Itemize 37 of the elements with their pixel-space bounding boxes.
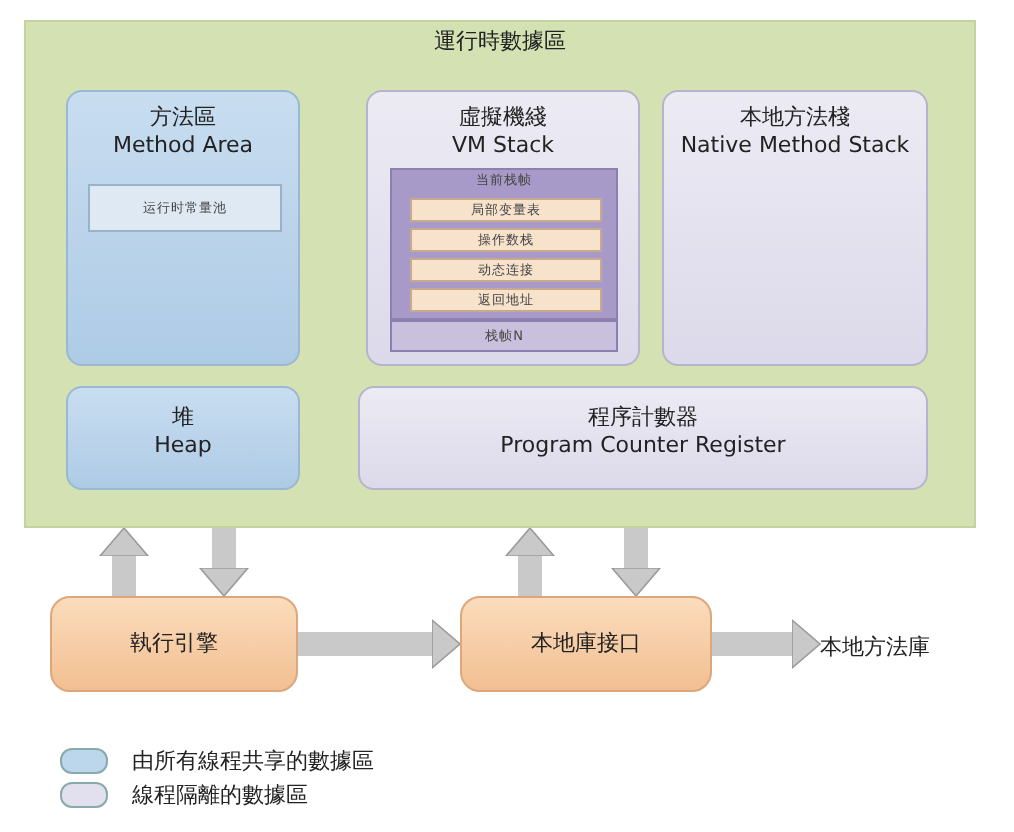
label-text: 執行引擎: [130, 630, 218, 658]
label-text: 本地庫接口: [531, 630, 641, 658]
region-panel: [24, 20, 976, 528]
label-text: Native Method Stack: [678, 131, 912, 159]
legend-label: 線程隔離的數據區: [132, 780, 308, 810]
frame-row: [410, 198, 602, 222]
legend-label: 由所有線程共享的數據區: [132, 746, 374, 776]
label-text: 本地方法庫: [820, 634, 930, 662]
block-arrow: [505, 527, 555, 596]
heading-text: 堆: [170, 404, 196, 432]
label-text: VM Stack: [450, 131, 556, 159]
block-arrow: [199, 528, 249, 597]
frame-row: [410, 228, 602, 252]
heading-text: 本地方法棧: [738, 104, 852, 132]
block-arrow: [298, 619, 461, 669]
block-arrow: [712, 619, 821, 669]
heading-text: 方法區: [148, 104, 218, 132]
heading-text: 虛擬機綫: [457, 104, 549, 132]
frame-box: [390, 320, 618, 352]
area-box: [366, 90, 640, 366]
process-box: [460, 596, 712, 692]
area-box: [66, 90, 300, 366]
frame-box: [390, 168, 618, 320]
area-box: [66, 386, 300, 490]
frame-row: [410, 288, 602, 312]
label-text: 運行時數據區: [432, 28, 568, 56]
label-text: Heap: [152, 431, 214, 459]
heading-text: 程序計數器: [586, 404, 700, 432]
frame-row: [410, 258, 602, 282]
block-arrow: [611, 528, 661, 597]
label-text: Program Counter Register: [498, 431, 788, 459]
process-box: [50, 596, 298, 692]
area-box: [662, 90, 928, 366]
area-box: [358, 386, 928, 490]
label-text: Method Area: [110, 131, 256, 159]
block-arrow: [99, 527, 149, 596]
pool-box: [88, 184, 282, 232]
